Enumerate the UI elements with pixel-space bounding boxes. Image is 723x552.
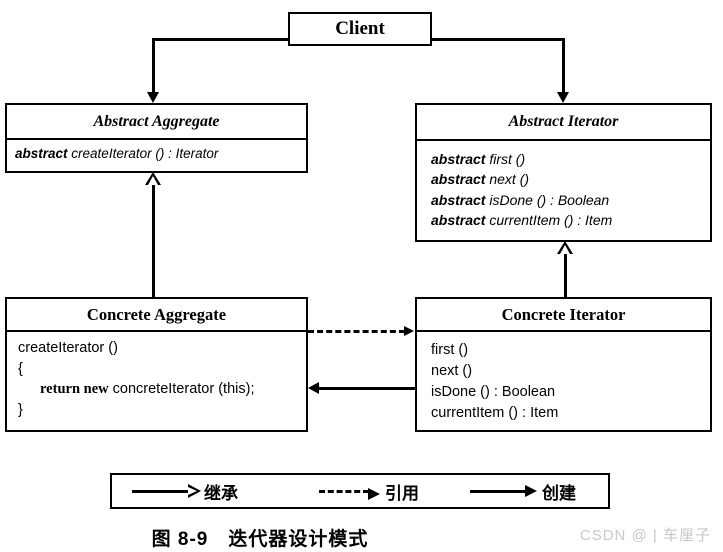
class-body-concrete-aggregate: createIterator () { return new concreteI… (7, 332, 306, 424)
arrowhead-client-to-aggregate (147, 92, 159, 103)
method-row: first () (431, 342, 469, 358)
arrowhead-creation (308, 382, 319, 394)
class-box-concrete-iterator: Concrete Iterator first () next () isDon… (415, 297, 712, 432)
connector-inheritance-iterator (564, 253, 567, 297)
method-signature: isDone () : Boolean (489, 191, 610, 208)
class-methods-abstract-iterator: abstract first () abstract next () abstr… (417, 141, 710, 234)
class-methods-abstract-aggregate: abstract createIterator () : Iterator (7, 140, 306, 173)
method-row: currentItem () : Item (431, 405, 559, 422)
legend-label-inheritance: 继承 (204, 483, 238, 503)
connector-client-to-iterator-horizontal (430, 38, 565, 41)
method-signature: currentItem () : Item (489, 211, 613, 228)
method-row: next () (431, 363, 473, 380)
arrowhead-client-to-iterator (557, 92, 569, 103)
filled-arrow-icon (368, 487, 380, 500)
class-box-concrete-aggregate: Concrete Aggregate createIterator () { r… (5, 297, 308, 432)
legend-item-inheritance: 继承 (132, 475, 238, 507)
method-signature: first () (489, 151, 526, 167)
method-row: isDone () : Boolean (431, 384, 556, 401)
method-signature: createIterator () : Iterator (71, 146, 219, 161)
reference-line-icon (319, 487, 380, 500)
class-box-abstract-aggregate: Abstract Aggregate abstract createIterat… (5, 103, 308, 173)
class-title-concrete-iterator: Concrete Iterator (417, 299, 710, 332)
connector-client-to-iterator-vertical (562, 38, 565, 94)
method-signature: next () (489, 171, 530, 188)
class-box-client: Client (288, 12, 432, 46)
method-row: abstract createIterator () : Iterator (15, 145, 298, 163)
legend: 继承 引用 创建 (110, 473, 610, 509)
method-row: abstract first () (431, 149, 702, 169)
connector-reference-dashed (308, 330, 405, 333)
hollow-triangle-icon (188, 483, 201, 498)
abstract-keyword: abstract (431, 171, 486, 188)
legend-item-reference: 引用 (319, 475, 419, 507)
return-new-keyword: return new (40, 381, 109, 398)
legend-label-reference: 引用 (385, 483, 419, 503)
method-row: abstract next () (431, 169, 702, 189)
code-line-return: return new concreteIterator (this); (18, 379, 298, 400)
abstract-keyword: abstract (15, 146, 68, 161)
abstract-keyword: abstract (431, 151, 486, 167)
method-row: abstract isDone () : Boolean (431, 190, 702, 210)
figure-caption: 图 8-9 迭代器设计模式 (151, 529, 369, 550)
arrowhead-reference (404, 326, 414, 336)
watermark: CSDN @ | 车厘子 (579, 527, 711, 544)
code-line: createIterator () (18, 340, 118, 356)
code-line: } (18, 401, 23, 418)
code-line: { (18, 360, 23, 377)
inheritance-line-icon (132, 483, 201, 498)
connector-client-to-aggregate-vertical (152, 38, 155, 94)
abstract-keyword: abstract (431, 211, 486, 228)
class-title-client: Client (335, 18, 385, 39)
legend-item-creation: 创建 (470, 475, 576, 507)
filled-arrow-icon (525, 484, 537, 497)
connector-creation-solid (318, 387, 415, 390)
class-title-concrete-aggregate: Concrete Aggregate (7, 299, 306, 332)
class-title-abstract-iterator: Abstract Iterator (417, 105, 710, 141)
hollow-triangle-icon-aggregate (145, 172, 161, 185)
creation-line-icon (470, 484, 537, 497)
connector-client-to-aggregate-horizontal (152, 38, 290, 41)
class-methods-concrete-iterator: first () next () isDone () : Boolean cur… (417, 332, 710, 428)
class-title-abstract-aggregate: Abstract Aggregate (7, 105, 306, 140)
class-box-abstract-iterator: Abstract Iterator abstract first () abst… (415, 103, 712, 242)
method-row: abstract currentItem () : Item (431, 210, 702, 230)
abstract-keyword: abstract (431, 191, 486, 208)
connector-inheritance-aggregate (152, 184, 155, 297)
hollow-triangle-icon-iterator (557, 241, 573, 254)
legend-label-creation: 创建 (542, 483, 576, 503)
return-expression: concreteIterator (this); (112, 381, 255, 398)
